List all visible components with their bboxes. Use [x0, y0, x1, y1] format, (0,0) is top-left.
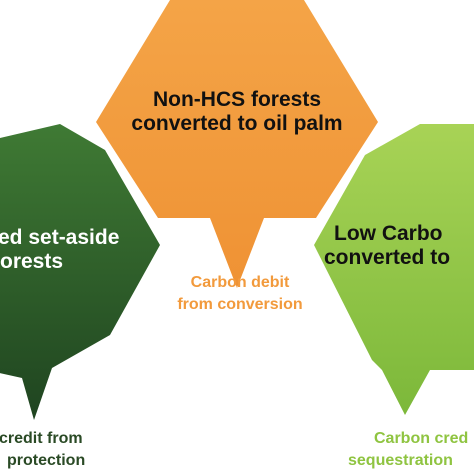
- right-title-line-2: converted to: [324, 246, 451, 270]
- left-title-line-2: orests: [0, 250, 64, 274]
- left-caption-line-2: protection: [7, 451, 86, 469]
- center-title-line-2: converted to oil palm: [131, 112, 343, 136]
- left-hexagon: [0, 124, 160, 420]
- left-caption: credit from protection: [0, 428, 129, 471]
- center-hexagon-title: Non-HCS forests converted to oil palm: [96, 88, 378, 136]
- right-caption-line-2: sequestration: [348, 451, 453, 469]
- right-caption-line-1: Carbon cred: [374, 430, 469, 447]
- center-caption: Carbon debit from conversion: [140, 272, 340, 315]
- center-caption-line-1: Carbon debit: [190, 274, 290, 291]
- center-hexagon: [96, 0, 378, 288]
- right-hexagon-title: Low Carbo converted to: [324, 222, 474, 270]
- right-hexagon: [314, 124, 474, 415]
- center-caption-line-2: from conversion: [177, 295, 303, 313]
- left-hexagon-title: ed set-aside orests: [0, 226, 168, 274]
- left-caption-line-1: credit from: [0, 430, 83, 447]
- left-title-line-1: ed set-aside: [0, 226, 120, 249]
- right-title-line-1: Low Carbo: [334, 222, 443, 245]
- right-caption: Carbon cred sequestration: [348, 428, 474, 471]
- center-title-line-1: Non-HCS forests: [152, 88, 321, 111]
